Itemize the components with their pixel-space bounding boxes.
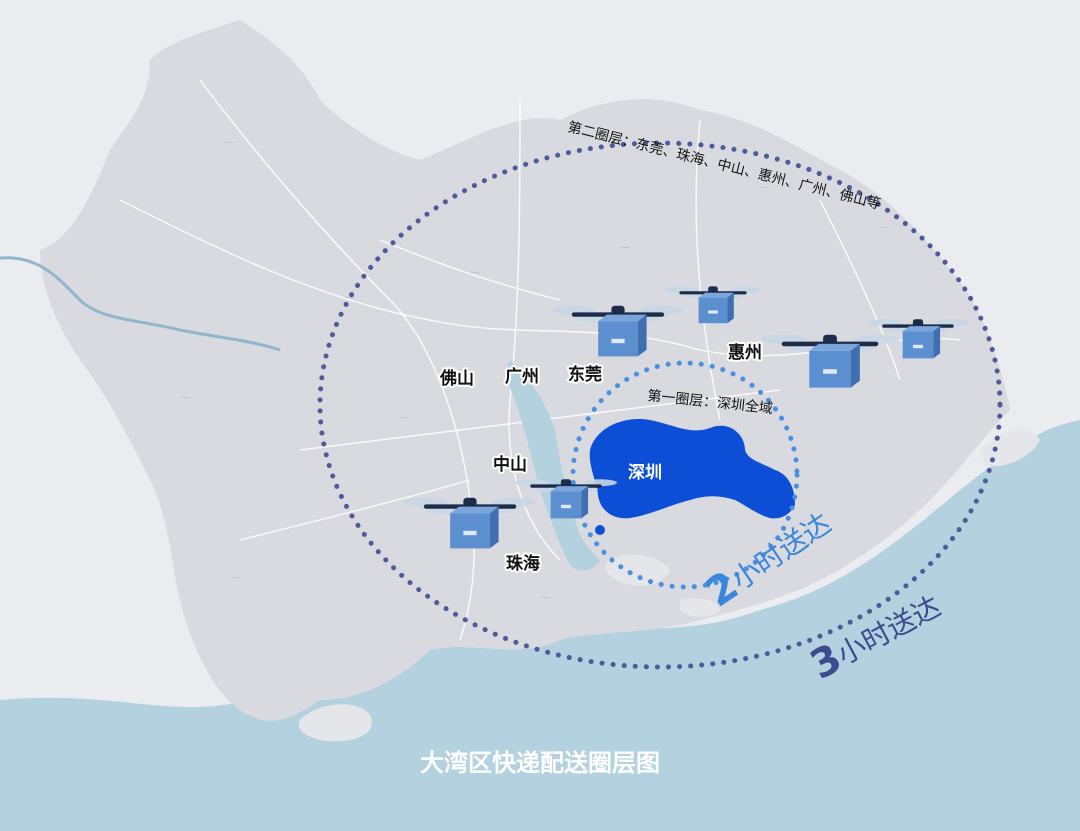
estuary [507, 360, 600, 571]
city-label-huizhou: 惠州 [728, 342, 762, 363]
svg-text:·····: ····· [180, 395, 190, 402]
svg-text:·····: ····· [470, 270, 480, 277]
svg-text:·····: ····· [400, 415, 410, 422]
island [680, 598, 720, 618]
city-label-zhongshan: 中山 [493, 454, 527, 475]
city-label-shenzhen: 深圳 [628, 462, 662, 483]
island [605, 554, 670, 586]
river [0, 256, 281, 352]
inner-ring [570, 360, 800, 590]
svg-text:·····: ····· [230, 575, 240, 582]
minor-place-labels: ····· ····· ····· ····· ····· ····· ····… [180, 140, 890, 602]
svg-text:·····: ····· [880, 225, 890, 232]
city-label-dongguan: 东莞 [568, 364, 602, 385]
land-region [40, 20, 1010, 721]
svg-text:·····: ····· [620, 245, 630, 252]
map-title: 大湾区快递配送圈层图 [420, 749, 660, 777]
svg-text:·····: ····· [345, 295, 355, 302]
island [298, 704, 372, 742]
sea [0, 420, 1080, 831]
svg-text:·····: ····· [760, 185, 770, 192]
city-label-zhuhai: 珠海 [506, 553, 540, 574]
shenzhen-islet [595, 525, 605, 535]
svg-text:·····: ····· [540, 595, 550, 602]
svg-text:·····: ····· [225, 140, 235, 147]
outer-ring [317, 140, 1003, 670]
shenzhen-region [589, 419, 795, 519]
city-label-guangzhou: 广州 [505, 366, 539, 387]
city-label-foshan: 佛山 [439, 368, 474, 389]
